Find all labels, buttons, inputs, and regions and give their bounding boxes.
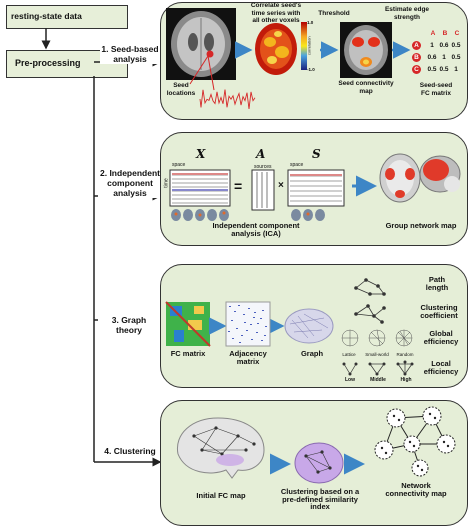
ica-a-matrix — [251, 169, 275, 211]
matrix-cell: 1 — [430, 42, 434, 49]
fc-matrix-heatmap — [165, 301, 211, 347]
small-world-label: Small-world — [365, 352, 389, 357]
lattice-label: Lattice — [342, 352, 356, 357]
clustering-coefficient-label: Clustering coefficient — [420, 303, 458, 320]
matrix-cell: 0.5 — [451, 42, 461, 49]
graph-fc-matrix-label: FC matrix — [170, 349, 206, 358]
fc-matrix-label: Seed-seed FC matrix — [419, 82, 453, 97]
random-label: Random — [396, 352, 414, 357]
preprocessing-label: Pre-processing — [15, 58, 81, 68]
ica-sources-label: sources — [254, 164, 272, 170]
matrix-row-b-label: B — [412, 53, 421, 62]
global-efficiency-label: Global efficiency — [423, 329, 459, 346]
matrix-cell: 0.5 — [439, 66, 449, 73]
matrix-col-a: A — [430, 30, 436, 37]
resting-state-label: resting-state data — [11, 11, 82, 21]
matrix-col-c: C — [454, 30, 460, 37]
clustering-caption: Clustering based on a pre-defined simila… — [280, 487, 360, 511]
seed-connectivity-brain — [340, 22, 392, 78]
colorbar-max: 1.0 — [307, 20, 314, 25]
estimate-edge-label: Estimate edge strength — [384, 6, 430, 21]
resting-state-box: resting-state data — [6, 5, 128, 29]
matrix-cell: 0.6 — [439, 42, 449, 49]
network-types — [341, 329, 413, 347]
adjacency-matrix-pattern — [225, 301, 271, 347]
local-efficiency-graphs — [342, 360, 414, 376]
graph-label: Graph — [300, 349, 324, 358]
ica-s-symbol: S — [312, 147, 321, 161]
matrix-cell: 1 — [454, 66, 458, 73]
colorbar — [301, 22, 307, 70]
ica-x-symbol: X — [196, 147, 206, 161]
step-2-label: 2. Independent component analysis — [98, 168, 162, 198]
ica-brain-thumbnails — [171, 209, 325, 221]
middle-label: Middle — [370, 377, 386, 383]
matrix-row-a-label: A — [412, 41, 421, 50]
graph-brain — [284, 308, 334, 344]
clustering-cluster-blob — [294, 442, 344, 484]
seed-timeseries — [199, 89, 256, 110]
matrix-cell: 0.5 — [427, 66, 437, 73]
seed-brain-image — [166, 8, 236, 80]
matrix-col-b: B — [442, 30, 448, 37]
group-network-map-label: Group network map — [385, 221, 457, 230]
ica-s-space-label: space — [290, 162, 304, 168]
initial-fc-brain — [176, 417, 265, 479]
colorbar-min: -1.0 — [307, 67, 315, 72]
network-connectivity-graph — [374, 406, 456, 477]
step-4-label: 4. Clustering — [104, 446, 156, 456]
timeseries-trace — [199, 89, 256, 110]
clustering-graph — [354, 304, 386, 324]
ica-equals: = — [234, 178, 243, 194]
seed-connectivity-map-label: Seed connectivity map — [338, 80, 394, 95]
ica-x-space-label: space — [172, 162, 186, 168]
ica-s-matrix — [287, 169, 345, 207]
correlation-heatmap — [255, 23, 297, 75]
matrix-cell: 1 — [442, 54, 446, 61]
high-label: High — [400, 377, 412, 383]
network-connectivity-label: Network connectivity map — [385, 481, 447, 498]
seed-dot — [206, 50, 214, 58]
path-length-graph — [354, 278, 386, 296]
ica-x-matrix — [169, 169, 231, 207]
path-length-label: Path length — [425, 275, 449, 292]
threshold-label: Threshold — [318, 10, 350, 17]
correlate-label: Correlate seed's time series with all ot… — [250, 2, 302, 24]
ica-caption: Independent component analysis (ICA) — [212, 221, 300, 238]
low-label: Low — [345, 377, 355, 383]
matrix-row-c-label: C — [412, 65, 421, 74]
adjacency-matrix-label: Adjacency matrix — [229, 349, 267, 366]
matrix-cell: 0.5 — [451, 54, 461, 61]
ica-a-symbol: A — [256, 147, 266, 161]
group-network-brains — [379, 153, 461, 203]
seed-locations-label: Seed locations — [166, 82, 196, 97]
initial-fc-map-label: Initial FC map — [196, 491, 246, 500]
fc-matrix: A B C A 1 0.6 0.5 B 0.6 1 0.5 C 0.5 0.5 … — [412, 30, 462, 80]
step-3-label: 3. Graph theory — [98, 315, 160, 335]
matrix-cell: 0.6 — [427, 54, 437, 61]
local-efficiency-label: Local efficiency — [423, 359, 459, 376]
ica-times: × — [278, 180, 284, 191]
step-1-label: 1. Seed-based analysis — [100, 44, 160, 64]
